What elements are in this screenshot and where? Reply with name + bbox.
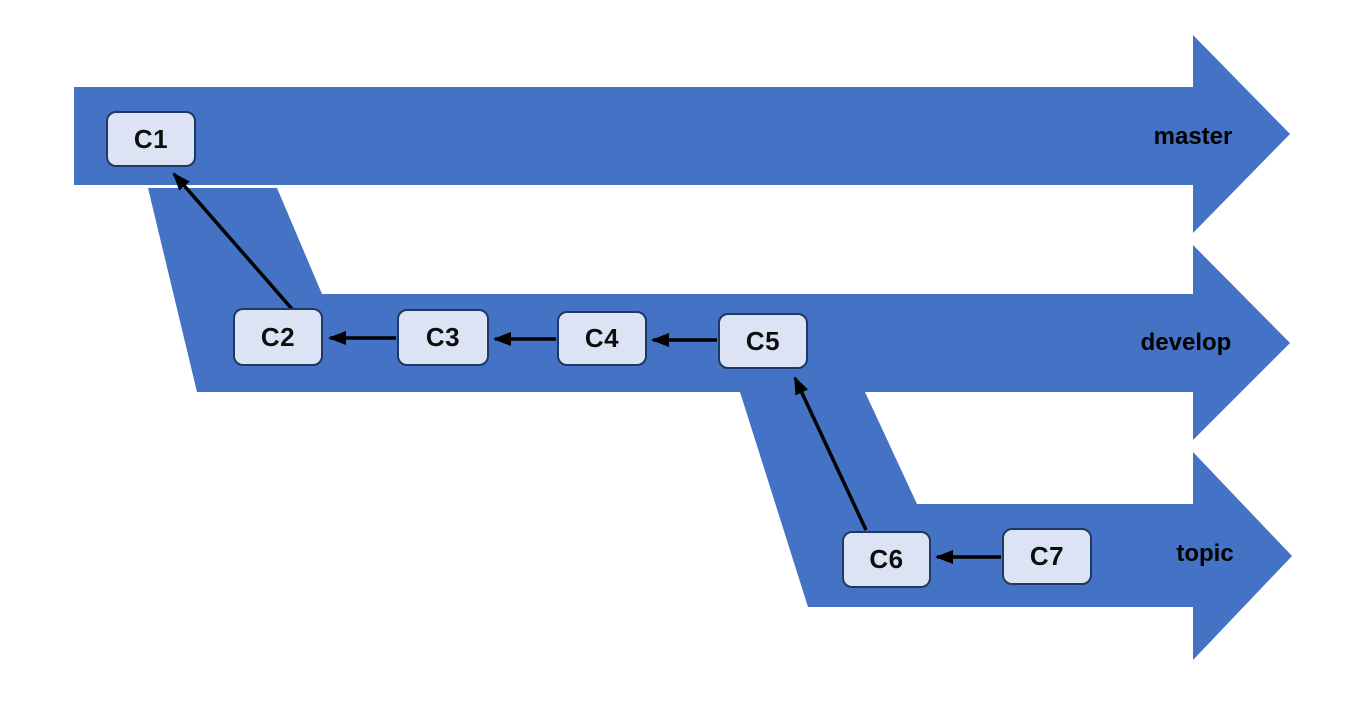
commit-node-c1: C1	[106, 111, 196, 167]
commit-node-c6: C6	[842, 531, 931, 588]
commit-node-c3: C3	[397, 309, 489, 366]
branch-label-master: master	[1153, 123, 1233, 150]
branch-label-topic: topic	[1176, 540, 1234, 567]
commit-node-c7: C7	[1002, 528, 1092, 585]
commit-node-c4: C4	[557, 311, 647, 366]
arrow-c6-to-c5	[793, 376, 868, 531]
commit-node-c2: C2	[233, 308, 323, 366]
master-branch-band	[74, 35, 1290, 233]
topic-branch-band	[740, 392, 1292, 660]
branch-label-develop: develop	[1140, 329, 1232, 356]
develop-branch-band	[148, 188, 1290, 440]
commit-node-c5: C5	[718, 313, 808, 369]
arrow-c2-to-c1	[172, 172, 294, 311]
